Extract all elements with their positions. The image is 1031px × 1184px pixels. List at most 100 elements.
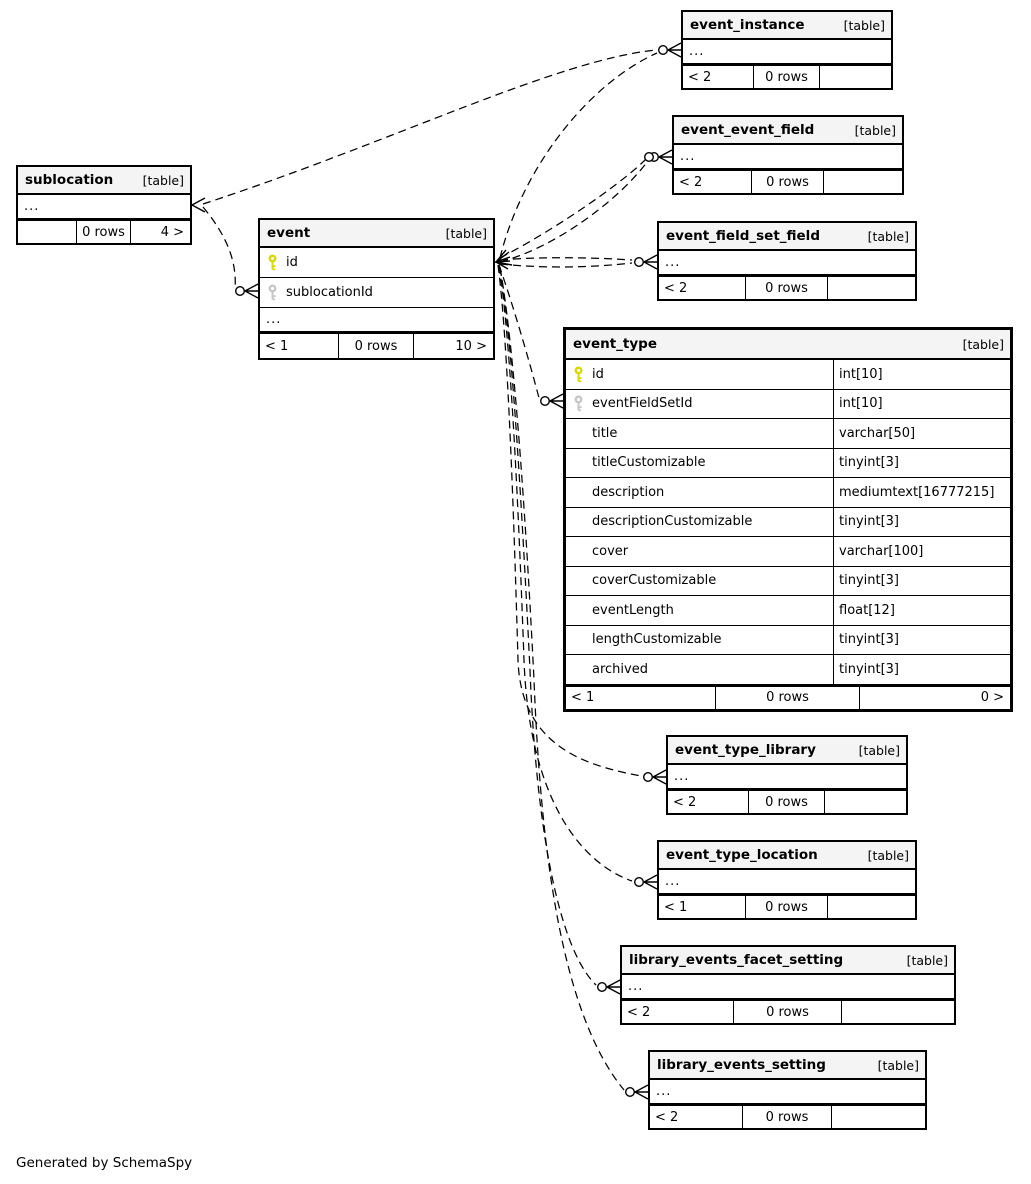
primary-key-icon [267, 254, 279, 272]
footer-rowcount: 0 rows [750, 171, 825, 193]
table-name[interactable]: library_events_facet_setting [629, 952, 844, 968]
column-row[interactable]: eventFieldSetId int[10] [566, 389, 1010, 419]
table-library_events_setting[interactable]: library_events_setting [table] ... < 2 0… [648, 1050, 927, 1130]
table-name[interactable]: library_events_setting [657, 1057, 826, 1073]
column-row[interactable]: id int[10] [566, 360, 1010, 390]
table-header[interactable]: event_type_library [table] [668, 737, 906, 765]
collapsed-columns-row[interactable]: ... [674, 145, 902, 169]
collapsed-columns-row[interactable]: ... [260, 308, 493, 332]
table-sublocation[interactable]: sublocation [table] ... 0 rows 4 > [16, 165, 192, 245]
table-header[interactable]: event_type_location [table] [659, 842, 915, 870]
table-library_events_facet_setting[interactable]: library_events_facet_setting [table] ...… [620, 945, 956, 1025]
column-name: descriptionCustomizable [592, 514, 753, 530]
relationship-edge [202, 49, 657, 205]
crowfoot-marker [634, 254, 658, 270]
table-name[interactable]: event_instance [690, 17, 805, 33]
table-event_type[interactable]: event_type [table] id int[10] eventField… [563, 327, 1013, 712]
table-footer: < 1 0 rows 0 > [566, 684, 1010, 709]
relationship-edge [499, 52, 658, 259]
column-row[interactable]: id [260, 248, 493, 278]
table-tag: [table] [843, 17, 885, 33]
column-name: titleCustomizable [592, 455, 706, 471]
table-header[interactable]: event_field_set_field [table] [659, 223, 915, 251]
table-name[interactable]: event_type_library [675, 742, 816, 758]
table-header[interactable]: event_event_field [table] [674, 117, 902, 145]
column-row[interactable]: description mediumtext[16777215] [566, 478, 1010, 508]
collapsed-columns-row[interactable]: ... [659, 870, 915, 894]
parent-arrowhead [494, 256, 511, 270]
column-row[interactable]: cover varchar[100] [566, 537, 1010, 567]
column-name: id [286, 255, 298, 270]
column-name: ... [665, 874, 681, 889]
table-footer: < 2 0 rows [683, 64, 891, 88]
column-row[interactable]: titleCustomizable tinyint[3] [566, 448, 1010, 478]
relationship-edge [202, 206, 236, 290]
table-event_type_location[interactable]: event_type_location [table] ... < 1 0 ro… [657, 840, 917, 920]
column-row[interactable]: lengthCustomizable tinyint[3] [566, 625, 1010, 655]
column-name: eventFieldSetId [592, 396, 693, 412]
column-type: tinyint[3] [833, 655, 1010, 684]
crowfoot-marker [597, 979, 621, 995]
table-event_event_field[interactable]: event_event_field [table] ... < 2 0 rows [672, 115, 904, 195]
column-row[interactable]: title varchar[50] [566, 419, 1010, 449]
table-footer: < 2 0 rows [659, 275, 915, 299]
parent-arrowhead [494, 249, 513, 266]
parent-arrowhead [493, 251, 511, 263]
table-header[interactable]: event_type [table] [566, 330, 1010, 360]
footer-parents [18, 221, 76, 243]
column-row[interactable]: descriptionCustomizable tinyint[3] [566, 507, 1010, 537]
column-name: ... [628, 979, 644, 994]
table-header[interactable]: library_events_facet_setting [table] [622, 947, 954, 975]
column-type: tinyint[3] [833, 448, 1010, 477]
collapsed-columns-row[interactable]: ... [683, 40, 891, 64]
column-type: int[10] [833, 389, 1010, 418]
parent-arrowhead [190, 197, 206, 213]
footer-rowcount: 0 rows [733, 1001, 842, 1023]
collapsed-columns-row[interactable]: ... [622, 975, 954, 999]
footer-parents: < 2 [679, 174, 703, 190]
footer-children [842, 1001, 954, 1023]
collapsed-columns-row[interactable]: ... [18, 195, 190, 219]
table-name[interactable]: event_type [573, 336, 657, 352]
column-row[interactable]: archived tinyint[3] [566, 655, 1010, 685]
footer-children [828, 277, 915, 299]
collapsed-columns-row[interactable]: ... [659, 251, 915, 275]
table-event_type_library[interactable]: event_type_library [table] ... < 2 0 row… [666, 735, 908, 815]
table-name[interactable]: event_type_location [666, 847, 818, 863]
column-name: ... [24, 199, 40, 214]
column-row[interactable]: sublocationId [260, 278, 493, 308]
footer-rowcount: 0 rows [742, 1106, 832, 1128]
table-footer: < 2 0 rows [668, 789, 906, 813]
table-header[interactable]: library_events_setting [table] [650, 1052, 925, 1080]
column-name: lengthCustomizable [592, 632, 722, 648]
collapsed-columns-row[interactable]: ... [668, 765, 906, 789]
column-row[interactable]: eventLength float[12] [566, 596, 1010, 626]
table-footer: < 2 0 rows [622, 999, 954, 1023]
column-name: id [592, 366, 604, 382]
crowfoot-marker [658, 42, 682, 58]
column-row[interactable]: coverCustomizable tinyint[3] [566, 566, 1010, 596]
table-name[interactable]: event_field_set_field [666, 228, 820, 244]
table-event[interactable]: event [table] id sublocationId ... < 1 0… [258, 218, 495, 360]
table-name[interactable]: sublocation [25, 172, 114, 188]
footer-children [825, 791, 906, 813]
generated-by-credit: Generated by SchemaSpy [16, 1155, 193, 1171]
column-type: mediumtext[16777215] [833, 478, 1010, 507]
table-header[interactable]: event [table] [260, 220, 493, 248]
collapsed-columns-row[interactable]: ... [650, 1080, 925, 1104]
footer-parents: < 1 [664, 899, 688, 915]
table-header[interactable]: event_instance [table] [683, 12, 891, 40]
crowfoot-marker [634, 874, 658, 890]
crowfoot-marker [644, 149, 673, 165]
column-name: ... [266, 312, 282, 327]
footer-parents: < 2 [627, 1004, 651, 1020]
table-event_field_set_field[interactable]: event_field_set_field [table] ... < 2 0 … [657, 221, 917, 301]
table-header[interactable]: sublocation [table] [18, 167, 190, 195]
primary-key-icon [573, 365, 585, 383]
table-event_instance[interactable]: event_instance [table] ... < 2 0 rows [681, 10, 893, 90]
column-type: tinyint[3] [833, 507, 1010, 536]
table-name[interactable]: event_event_field [681, 122, 815, 138]
table-name[interactable]: event [267, 225, 311, 241]
footer-children [824, 171, 902, 193]
footer-parents: < 2 [688, 69, 712, 85]
